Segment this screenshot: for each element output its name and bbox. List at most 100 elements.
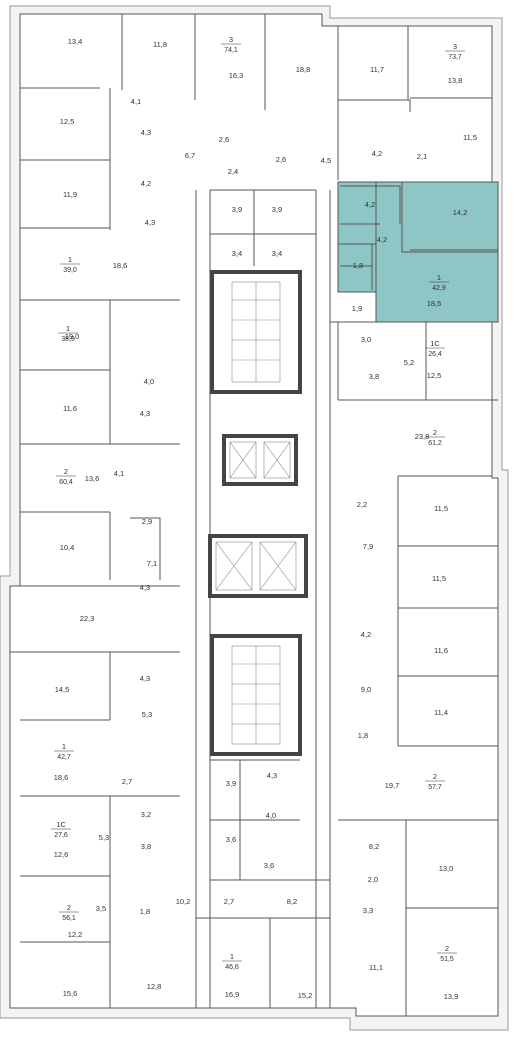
apartment-room-count: 1 [62, 742, 66, 751]
right-wing-walls [330, 26, 498, 1016]
room-area-label: 3,4 [232, 249, 242, 258]
room-area-label: 4,1 [114, 469, 124, 478]
apartment-badge[interactable]: 261,2 [425, 428, 445, 447]
room-area-label: 3,9 [232, 205, 242, 214]
room-area-label: 3,3 [363, 906, 373, 915]
room-area-label: 4,2 [361, 630, 371, 639]
apartment-room-count: 2 [433, 772, 437, 781]
apartment-total-area: 60,4 [59, 479, 73, 486]
room-area-label: 9,0 [361, 685, 371, 694]
room-area-label: 4,2 [365, 200, 375, 209]
room-area-label: 5,2 [404, 358, 414, 367]
room-area-label: 2,6 [276, 155, 286, 164]
room-area-label: 4,0 [266, 811, 276, 820]
apartment-room-count: 1 [437, 273, 441, 282]
apartment-room-count: 2 [445, 944, 449, 953]
apartment-total-area: 27,6 [54, 832, 68, 839]
room-area-label: 3,4 [272, 249, 282, 258]
elevator-core [208, 434, 308, 598]
apartment-badge[interactable]: 251,5 [437, 944, 457, 963]
room-area-label: 1,8 [358, 731, 368, 740]
room-area-label: 3,9 [226, 779, 236, 788]
room-area-label: 14,2 [453, 208, 468, 217]
room-area-label: 3,8 [369, 372, 379, 381]
apartment-badge[interactable]: 257,7 [425, 772, 445, 791]
room-area-label: 4,3 [140, 409, 150, 418]
apartment-badge[interactable]: 146,6 [222, 952, 242, 971]
room-area-label: 13,0 [439, 864, 454, 873]
bottom-walls [196, 189, 331, 1008]
apartment-badge[interactable]: 374,1 [221, 35, 241, 54]
apartment-room-count: 1 [68, 255, 72, 264]
room-area-label: 11,1 [369, 963, 383, 972]
room-area-label: 8,2 [287, 897, 297, 906]
room-area-label: 11,7 [370, 65, 384, 74]
room-area-label: 2,2 [357, 500, 367, 509]
room-area-label: 1,8 [140, 907, 150, 916]
apartment-room-count: 3 [453, 42, 457, 51]
room-area-label: 7,1 [147, 559, 157, 568]
room-area-label: 6,7 [185, 151, 195, 160]
room-area-label: 3,6 [264, 861, 274, 870]
room-area-label: 10,2 [176, 897, 191, 906]
highlighted-apartment-walls [340, 185, 498, 290]
apartment-room-count: 2 [67, 903, 71, 912]
room-area-label: 4,3 [141, 128, 151, 137]
room-area-label: 11,5 [434, 504, 448, 513]
room-area-label: 3,5 [96, 904, 106, 913]
room-area-label: 1,8 [353, 261, 363, 270]
room-area-label: 2,9 [142, 517, 152, 526]
room-area-label: 2,7 [122, 777, 132, 786]
room-area-label: 5,3 [142, 710, 152, 719]
room-area-label: 12,6 [54, 850, 69, 859]
room-area-label: 5,3 [99, 833, 109, 842]
room-area-label: 11,6 [63, 404, 77, 413]
room-area-label: 3,8 [141, 842, 151, 851]
apartment-total-area: 74,1 [224, 47, 238, 54]
room-area-label: 11,4 [434, 708, 448, 717]
apartment-room-count: 1С [430, 339, 440, 348]
apartment-total-area: 46,6 [225, 964, 239, 971]
room-area-label: 19,0 [65, 332, 80, 341]
apartment-badge[interactable]: 139,0 [60, 255, 80, 274]
room-area-label: 16,3 [229, 71, 244, 80]
apartment-total-area: 61,2 [428, 440, 442, 447]
apartment-badge[interactable]: 373,7 [445, 42, 465, 61]
room-area-label: 12,5 [60, 117, 75, 126]
room-area-label: 23,8 [415, 432, 430, 441]
room-area-label: 15,2 [298, 991, 313, 1000]
apartment-room-count: 2 [433, 428, 437, 437]
room-area-label: 22,3 [80, 614, 95, 623]
room-area-label: 11,8 [153, 40, 167, 49]
apartment-badge[interactable]: 138,9 [58, 324, 78, 343]
room-area-label: 1,9 [352, 304, 362, 313]
room-area-label: 4,2 [377, 235, 387, 244]
room-area-label: 4,3 [145, 218, 155, 227]
room-area-label: 11,6 [434, 646, 448, 655]
stair-core-bottom [210, 634, 302, 756]
apartment-badge[interactable]: 260,4 [56, 467, 76, 486]
apartment-badge[interactable]: 142,9 [429, 273, 449, 292]
room-area-label: 7,9 [363, 542, 373, 551]
room-area-label: 11,9 [63, 190, 77, 199]
room-area-label: 4,3 [267, 771, 277, 780]
building-interior [9, 13, 499, 1017]
apartment-room-count: 2 [64, 467, 68, 476]
room-area-label: 2,1 [417, 152, 427, 161]
room-area-label: 12,2 [68, 930, 83, 939]
apartment-total-area: 51,5 [440, 956, 454, 963]
left-wing-walls [10, 14, 266, 1008]
room-area-label: 13,8 [448, 76, 463, 85]
apartment-total-area: 42,7 [57, 754, 71, 761]
stair-core-top [210, 270, 302, 394]
room-area-label: 18,6 [54, 773, 69, 782]
apartment-badge[interactable]: 142,7 [54, 742, 74, 761]
apartment-room-count: 3 [229, 35, 233, 44]
room-area-label: 4,3 [140, 583, 150, 592]
apartment-room-count: 1 [66, 324, 70, 333]
apartment-badge[interactable]: 256,1 [59, 903, 79, 922]
